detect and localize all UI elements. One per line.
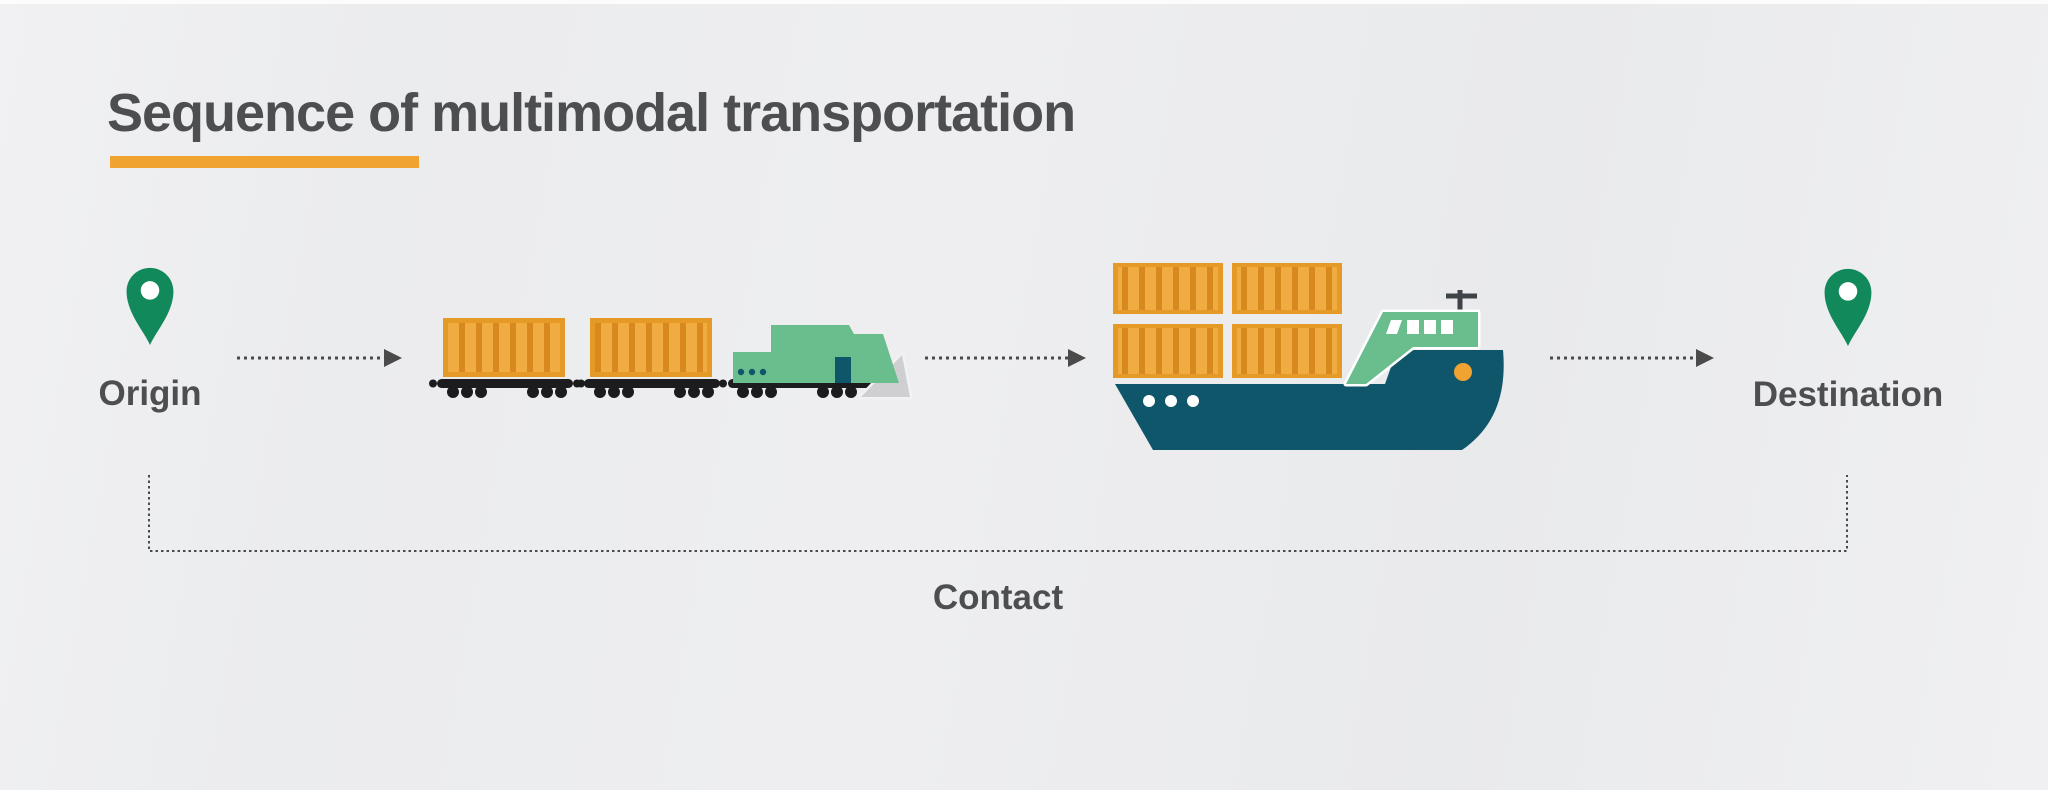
destination-map-pin-icon (1824, 268, 1872, 347)
page-title: Sequence of multimodal transportation (107, 83, 1076, 143)
ship-container-1 (1113, 263, 1223, 314)
ship-container-2 (1232, 263, 1342, 314)
arrow-ship-to-destination-icon (1550, 349, 1714, 367)
pin-body (126, 267, 174, 346)
pin-hole (140, 281, 160, 300)
locomotive-dots (737, 368, 767, 376)
ship-container-4 (1232, 324, 1342, 378)
origin-label: Origin (98, 374, 202, 413)
train-container-1 (443, 318, 565, 377)
ship-porthole (1454, 363, 1472, 381)
contact-label: Contact (932, 578, 1064, 617)
ship-hull-dots (1143, 395, 1199, 407)
pin-body (1824, 268, 1872, 347)
arrow-head (1696, 349, 1714, 367)
ship-hull (1115, 350, 1504, 450)
arrow-head (1068, 349, 1086, 367)
freight-train-icon (429, 318, 913, 400)
arrow-train-to-ship-icon (925, 349, 1086, 367)
title-underline (110, 156, 419, 168)
top-strip (0, 0, 2048, 4)
locomotive-door (835, 357, 851, 383)
container-ship-icon (1113, 263, 1504, 450)
arrow-origin-to-train-icon (237, 349, 402, 367)
arrow-head (384, 349, 402, 367)
locomotive-body (733, 325, 899, 383)
bracket-dotted-line (148, 475, 1848, 552)
ship-container-3 (1113, 324, 1223, 378)
ship-bridge-windows (1386, 320, 1453, 334)
train-container-2 (590, 318, 712, 377)
contact-bracket (148, 475, 1848, 552)
train-chassis (429, 379, 892, 398)
origin-map-pin-icon (126, 267, 174, 346)
pin-hole (1838, 282, 1858, 301)
destination-label: Destination (1752, 375, 1944, 414)
